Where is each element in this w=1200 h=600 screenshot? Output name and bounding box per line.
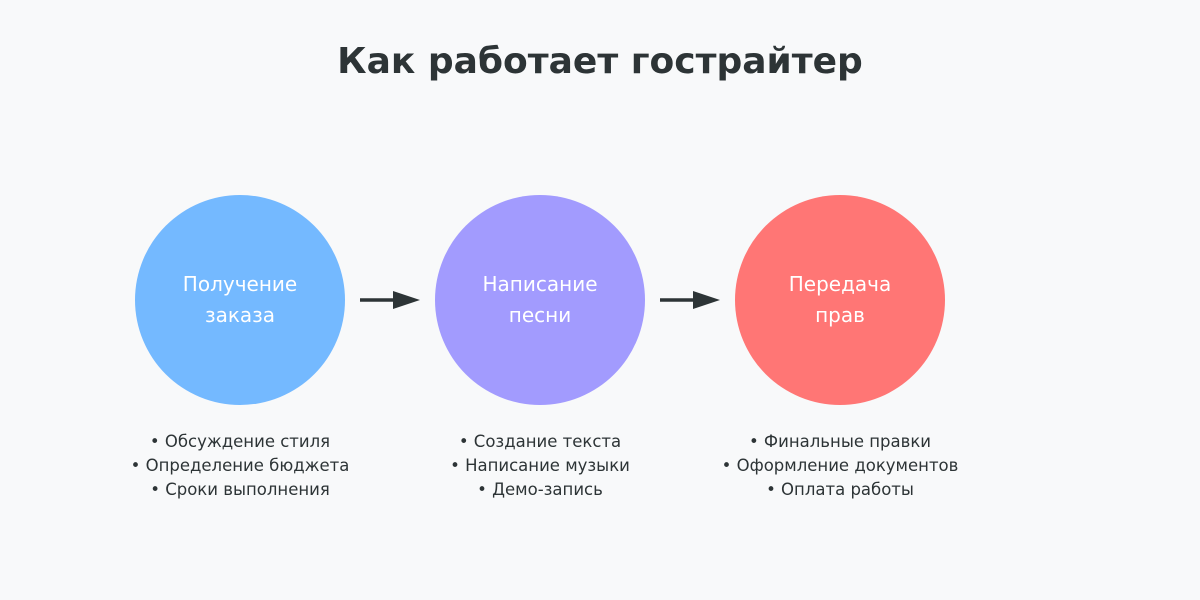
step-write-song: Написание песни • Создание текста • Напи… (390, 0, 690, 600)
step-bullet-list: • Финальные правки • Оформление документ… (690, 430, 990, 502)
step-circle: Получение заказа (135, 195, 345, 405)
step-bullet: • Определение бюджета (130, 456, 350, 475)
step-circle: Написание песни (435, 195, 645, 405)
step-bullet: • Демо-запись (477, 480, 603, 499)
step-transfer-rights: Передача прав • Финальные правки • Оформ… (690, 0, 990, 600)
step-label: Передача прав (788, 272, 892, 327)
step-label: Написание песни (482, 272, 598, 327)
step-bullet: • Написание музыки (450, 456, 630, 475)
step-bullet: • Оплата работы (766, 480, 914, 499)
step-circle: Передача прав (735, 195, 945, 405)
step-bullet-list: • Обсуждение стиля • Определение бюджета… (90, 430, 390, 502)
step-label: Получение заказа (182, 272, 298, 327)
step-bullet: • Обсуждение стиля (149, 432, 331, 451)
step-bullet: • Создание текста (458, 432, 622, 451)
diagram-title: Как работает гострайтер (337, 41, 863, 82)
step-bullet: • Сроки выполнения (150, 480, 330, 499)
step-bullet-list: • Создание текста • Написание музыки • Д… (390, 430, 690, 502)
step-receive-order: Получение заказа • Обсуждение стиля • Оп… (90, 0, 390, 600)
step-bullet: • Финальные правки (748, 432, 932, 451)
arrow-right-icon (660, 291, 720, 309)
arrow-right-icon (360, 291, 420, 309)
step-bullet: • Оформление документов (721, 456, 959, 475)
